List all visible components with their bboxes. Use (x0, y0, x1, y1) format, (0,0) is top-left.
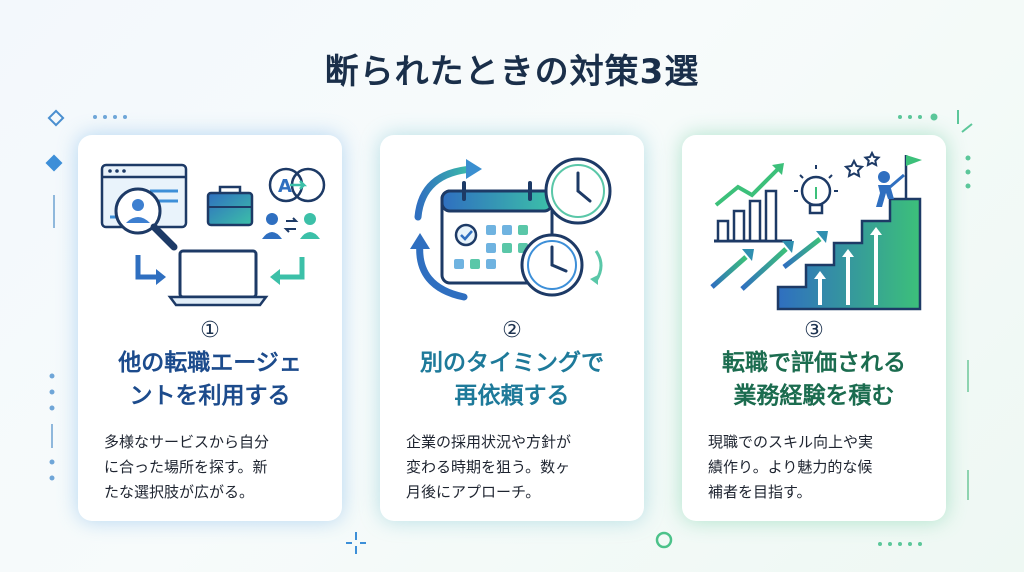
climbing-person-icon (876, 155, 922, 207)
card-description: 企業の採用状況や方針が 変わる時期を狙う。数ヶ 月後にアプローチ。 (406, 430, 626, 505)
arrow-right-up-icon (270, 257, 305, 285)
clock-icon (544, 157, 612, 225)
description-line: 月後にアプローチ。 (406, 483, 541, 501)
description-line: 企業の採用状況や方針が (406, 433, 572, 451)
heading-line: 別のタイミングで (420, 350, 604, 376)
description-line: たな選択肢が広がる。 (104, 483, 255, 501)
diamond-filled-icon (45, 154, 63, 172)
arrow-left-down-icon (135, 255, 166, 285)
growth-chart-icon (714, 163, 792, 243)
ring-icon (655, 531, 673, 549)
agent-search-illustration: A (100, 163, 326, 307)
dots-row-bottom-right (878, 542, 922, 546)
heading-line: 業務経験を積む (733, 383, 895, 409)
page-title: 断られたときの対策3選 (324, 52, 700, 92)
card-other-agent: A ① 他の転職エージェ ントを利用する 多様なサービスから (78, 135, 342, 521)
card-description: 現職でのスキル向上や実 績作り。より魅力的な候 補者を目指す。 (708, 430, 928, 505)
people-swap-icon (262, 213, 320, 239)
dots-row-top-right (898, 115, 922, 119)
card-gain-experience: ③ 転職で評価される 業務経験を積む 現職でのスキル向上や実 績作り。より魅力的… (682, 135, 946, 521)
heading-line: 再依頼する (454, 383, 570, 409)
magnifier-person-icon (114, 187, 178, 251)
stairs-icon (776, 197, 922, 311)
star-icon (843, 150, 881, 178)
dots-row-top-left (93, 115, 127, 119)
heading-line: ントを利用する (129, 383, 291, 409)
cycle-arrow-bottom-icon (410, 233, 468, 301)
description-line: 績作り。より魅力的な候 (708, 458, 873, 476)
rising-arrows-icon (710, 237, 822, 291)
card-retry-timing: ② 別のタイミングで 再依頼する 企業の採用状況や方針が 変わる時期を狙う。数ヶ… (380, 135, 644, 521)
refresh-arrow-icon (590, 250, 603, 285)
heading-line: 転職で評価される (722, 350, 906, 376)
description-line: 現職でのスキル向上や実 (708, 433, 874, 451)
card-heading: 転職で評価される 業務経験を積む (690, 347, 938, 413)
cycle-arrow-top-icon (414, 159, 482, 221)
step-number: ① (200, 318, 220, 343)
heading-line: 他の転職エージェ (118, 350, 302, 376)
step-number: ③ (804, 318, 824, 343)
dots-column-left (49, 373, 55, 481)
description-line: 補者を目指す。 (708, 483, 812, 501)
card-heading: 他の転職エージェ ントを利用する (86, 347, 334, 413)
svg-text:A: A (278, 176, 292, 197)
agent-switch-logo-icon: A (268, 167, 326, 203)
card-heading: 別のタイミングで 再依頼する (388, 347, 636, 413)
description-line: 多様なサービスから自分 (104, 433, 270, 451)
diamond-outline-icon (47, 109, 65, 127)
step-number: ② (502, 318, 522, 343)
sparkle-icon (346, 532, 366, 554)
clock-icon (520, 233, 584, 297)
lightbulb-icon (794, 165, 838, 215)
description-line: 変わる時期を狙う。数ヶ (406, 458, 571, 476)
description-line: に合った場所を探す。新 (104, 458, 268, 476)
laptop-icon (167, 249, 269, 307)
card-description: 多様なサービスから自分 に合った場所を探す。新 たな選択肢が広がる。 (104, 430, 324, 505)
calendar-clock-illustration (410, 157, 612, 301)
growth-stairs-illustration (710, 150, 922, 311)
briefcase-icon (206, 185, 254, 227)
dots-column-right (965, 155, 971, 189)
